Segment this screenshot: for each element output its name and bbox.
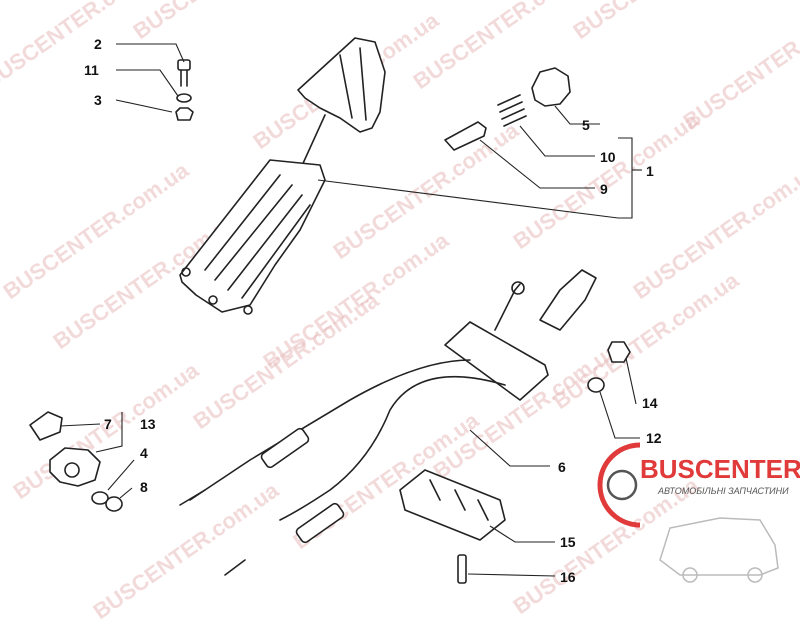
callout-1: 1 bbox=[646, 163, 654, 179]
leader-11 bbox=[116, 69, 179, 97]
leader-bracket-1 bbox=[618, 137, 633, 219]
bolt-16 bbox=[457, 554, 467, 584]
gear-shift-housing bbox=[179, 37, 386, 315]
logo-ring bbox=[606, 469, 638, 501]
cable-eye bbox=[511, 281, 525, 295]
cap-spring-pin-group bbox=[444, 67, 571, 151]
logo-arc bbox=[597, 442, 641, 528]
van-wheel bbox=[747, 567, 763, 583]
callout-13: 13 bbox=[140, 416, 156, 432]
bolt-washer-nut-group bbox=[175, 59, 194, 121]
cable-bracket-group bbox=[399, 469, 506, 584]
bushing-8 bbox=[105, 496, 123, 512]
bolt-head bbox=[177, 59, 191, 71]
leader-7 bbox=[59, 423, 101, 427]
pin bbox=[444, 121, 487, 151]
washer-12 bbox=[587, 377, 605, 393]
leader-9 bbox=[479, 139, 595, 189]
callout-7: 7 bbox=[104, 416, 112, 432]
mount-hole bbox=[181, 267, 191, 277]
gear-shift-base bbox=[179, 159, 326, 313]
callout-2: 2 bbox=[94, 36, 102, 52]
callout-labels: 2 11 3 5 10 9 1 7 13 4 8 6 14 12 15 16 bbox=[84, 36, 662, 585]
callout-3: 3 bbox=[94, 92, 102, 108]
cable-lower bbox=[189, 359, 471, 501]
callout-15: 15 bbox=[560, 534, 576, 550]
callout-12: 12 bbox=[646, 430, 662, 446]
leader-15 bbox=[489, 525, 555, 543]
callout-11: 11 bbox=[84, 62, 99, 78]
callout-5: 5 bbox=[582, 117, 590, 133]
callout-10: 10 bbox=[600, 149, 616, 165]
callout-8: 8 bbox=[140, 479, 148, 495]
housing-ribs bbox=[204, 174, 311, 299]
cable-end-fitting bbox=[539, 269, 597, 331]
leader-6 bbox=[469, 429, 550, 467]
watermark: BUSCENTER.com.ua bbox=[569, 0, 764, 44]
cable-rod bbox=[179, 489, 206, 506]
callout-6: 6 bbox=[558, 459, 566, 475]
leader-2 bbox=[116, 43, 185, 63]
leader-5 bbox=[554, 105, 600, 125]
boot-folds bbox=[339, 47, 367, 121]
cable-mount-plate bbox=[444, 321, 549, 401]
watermark: BUSCENTER.com.ua bbox=[129, 0, 324, 44]
leader-10 bbox=[519, 125, 595, 157]
cable-sleeve bbox=[295, 502, 345, 544]
mount-hole bbox=[243, 305, 253, 315]
washer bbox=[176, 93, 192, 103]
leader-3 bbox=[115, 99, 173, 113]
rubber-cap bbox=[531, 67, 571, 107]
leader-4 bbox=[107, 459, 135, 491]
logo-brand: BUSCENTER bbox=[640, 454, 800, 484]
buscenter-logo: BUSCENTER АВТОМОБІЛЬНІ ЗАПЧАСТИНИ bbox=[597, 442, 800, 583]
callout-14: 14 bbox=[642, 395, 658, 411]
leader-16 bbox=[467, 573, 556, 577]
cable-upper bbox=[279, 375, 506, 521]
nut-14 bbox=[607, 341, 631, 363]
callout-9: 9 bbox=[600, 181, 608, 197]
washer-4 bbox=[91, 491, 109, 505]
bracket-body bbox=[49, 447, 101, 487]
logo-tagline: АВТОМОБІЛЬНІ ЗАПЧАСТИНИ bbox=[657, 486, 789, 496]
watermark: BUSCENTER.com.ua bbox=[679, 0, 800, 134]
leader-12 bbox=[599, 391, 640, 439]
van-icon bbox=[659, 517, 779, 576]
cable-end-upper bbox=[494, 283, 521, 331]
leader-housing bbox=[317, 179, 619, 219]
gear-cable-assembly bbox=[179, 269, 597, 576]
cable-sleeve bbox=[260, 427, 310, 469]
bolt-shank bbox=[180, 69, 188, 87]
cable-rod bbox=[224, 559, 246, 576]
callout-16: 16 bbox=[560, 569, 576, 585]
cable-bracket bbox=[399, 469, 506, 541]
gear-lever-rod bbox=[299, 114, 326, 171]
clip bbox=[29, 411, 63, 441]
nut-group-right bbox=[587, 341, 631, 393]
callout-4: 4 bbox=[140, 445, 148, 461]
mount-hole bbox=[208, 295, 218, 305]
gear-lever-boot bbox=[297, 37, 386, 133]
leader-8 bbox=[119, 487, 133, 499]
van-wheel bbox=[682, 567, 698, 583]
bracket-assembly bbox=[29, 411, 123, 512]
bracket-slots bbox=[429, 479, 489, 521]
spring bbox=[497, 94, 527, 127]
nut bbox=[175, 107, 194, 121]
watermark: BUSCENTER.com.ua bbox=[409, 0, 604, 94]
leader-14 bbox=[625, 357, 637, 405]
leader-lines bbox=[59, 43, 642, 577]
bracket-hole bbox=[64, 462, 80, 478]
leader-13 bbox=[95, 412, 123, 453]
